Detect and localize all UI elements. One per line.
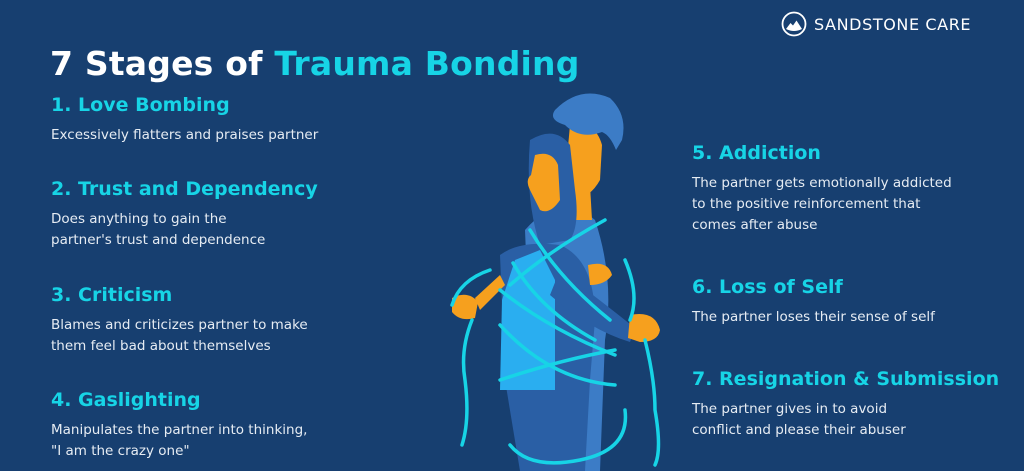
stage-description: The partner gives in to avoid conflict a… <box>692 401 906 438</box>
stage-description: Does anything to gain the partner's trus… <box>51 211 266 248</box>
rope-strand <box>508 218 607 287</box>
mountain-circle-icon <box>781 11 807 37</box>
stage-heading: 6. Loss of Self <box>692 276 843 298</box>
title-prefix: 7 Stages of <box>50 44 275 84</box>
stage-heading: 2. Trust and Dependency <box>51 178 318 200</box>
stage-heading: 7. Resignation & Submission <box>692 368 1000 390</box>
stage-1: 1. Love Bombing Excessively flatters and… <box>51 94 318 146</box>
brand-logo[interactable]: SANDSTONE CARE <box>781 11 971 37</box>
rope-strand <box>511 261 597 342</box>
rope-strand <box>498 288 617 357</box>
front-figure-shirt <box>500 250 555 390</box>
rope-strand <box>450 268 492 307</box>
rope-strand <box>508 408 628 465</box>
rope-strand <box>643 338 661 467</box>
back-figure-head <box>565 124 602 198</box>
title-accent: Trauma Bonding <box>274 44 580 84</box>
rope-strand <box>460 318 474 447</box>
stage-heading: 1. Love Bombing <box>51 94 230 116</box>
rope-strand <box>498 348 617 382</box>
stage-description: Manipulates the partner into thinking, "… <box>51 422 308 459</box>
front-figure-forearm <box>475 275 505 310</box>
brand-name: SANDSTONE CARE <box>814 14 972 34</box>
rope-strand <box>623 258 636 322</box>
two-figures-bound-by-rope-illustration <box>450 93 661 471</box>
rope-strand <box>528 228 612 322</box>
front-figure-face <box>527 153 560 212</box>
stage-5: 5. Addiction The partner gets emotionall… <box>692 142 952 236</box>
stage-description: Blames and criticizes partner to make th… <box>51 317 308 354</box>
rope <box>450 218 661 467</box>
stage-heading: 4. Gaslighting <box>51 389 201 411</box>
stage-2: 2. Trust and Dependency Does anything to… <box>51 178 318 251</box>
front-figure-hand <box>588 263 612 285</box>
stage-heading: 3. Criticism <box>51 284 173 306</box>
stage-4: 4. Gaslighting Manipulates the partner i… <box>51 389 307 462</box>
stage-description: Excessively flatters and praises partner <box>51 127 319 143</box>
rope-strand <box>498 323 617 387</box>
stage-heading: 5. Addiction <box>692 142 821 164</box>
stage-description: The partner loses their sense of self <box>692 309 935 325</box>
stage-7: 7. Resignation & Submission The partner … <box>692 368 999 441</box>
stage-description: The partner gets emotionally addicted to… <box>692 175 952 233</box>
stage-3: 3. Criticism Blames and criticizes partn… <box>51 284 308 357</box>
front-figure-left-hand <box>452 294 478 320</box>
back-figure-hand <box>628 314 660 342</box>
back-figure-hair <box>552 93 624 150</box>
page-title: 7 Stages of Trauma Bonding <box>50 44 580 83</box>
stage-6: 6. Loss of Self The partner loses their … <box>692 276 935 328</box>
